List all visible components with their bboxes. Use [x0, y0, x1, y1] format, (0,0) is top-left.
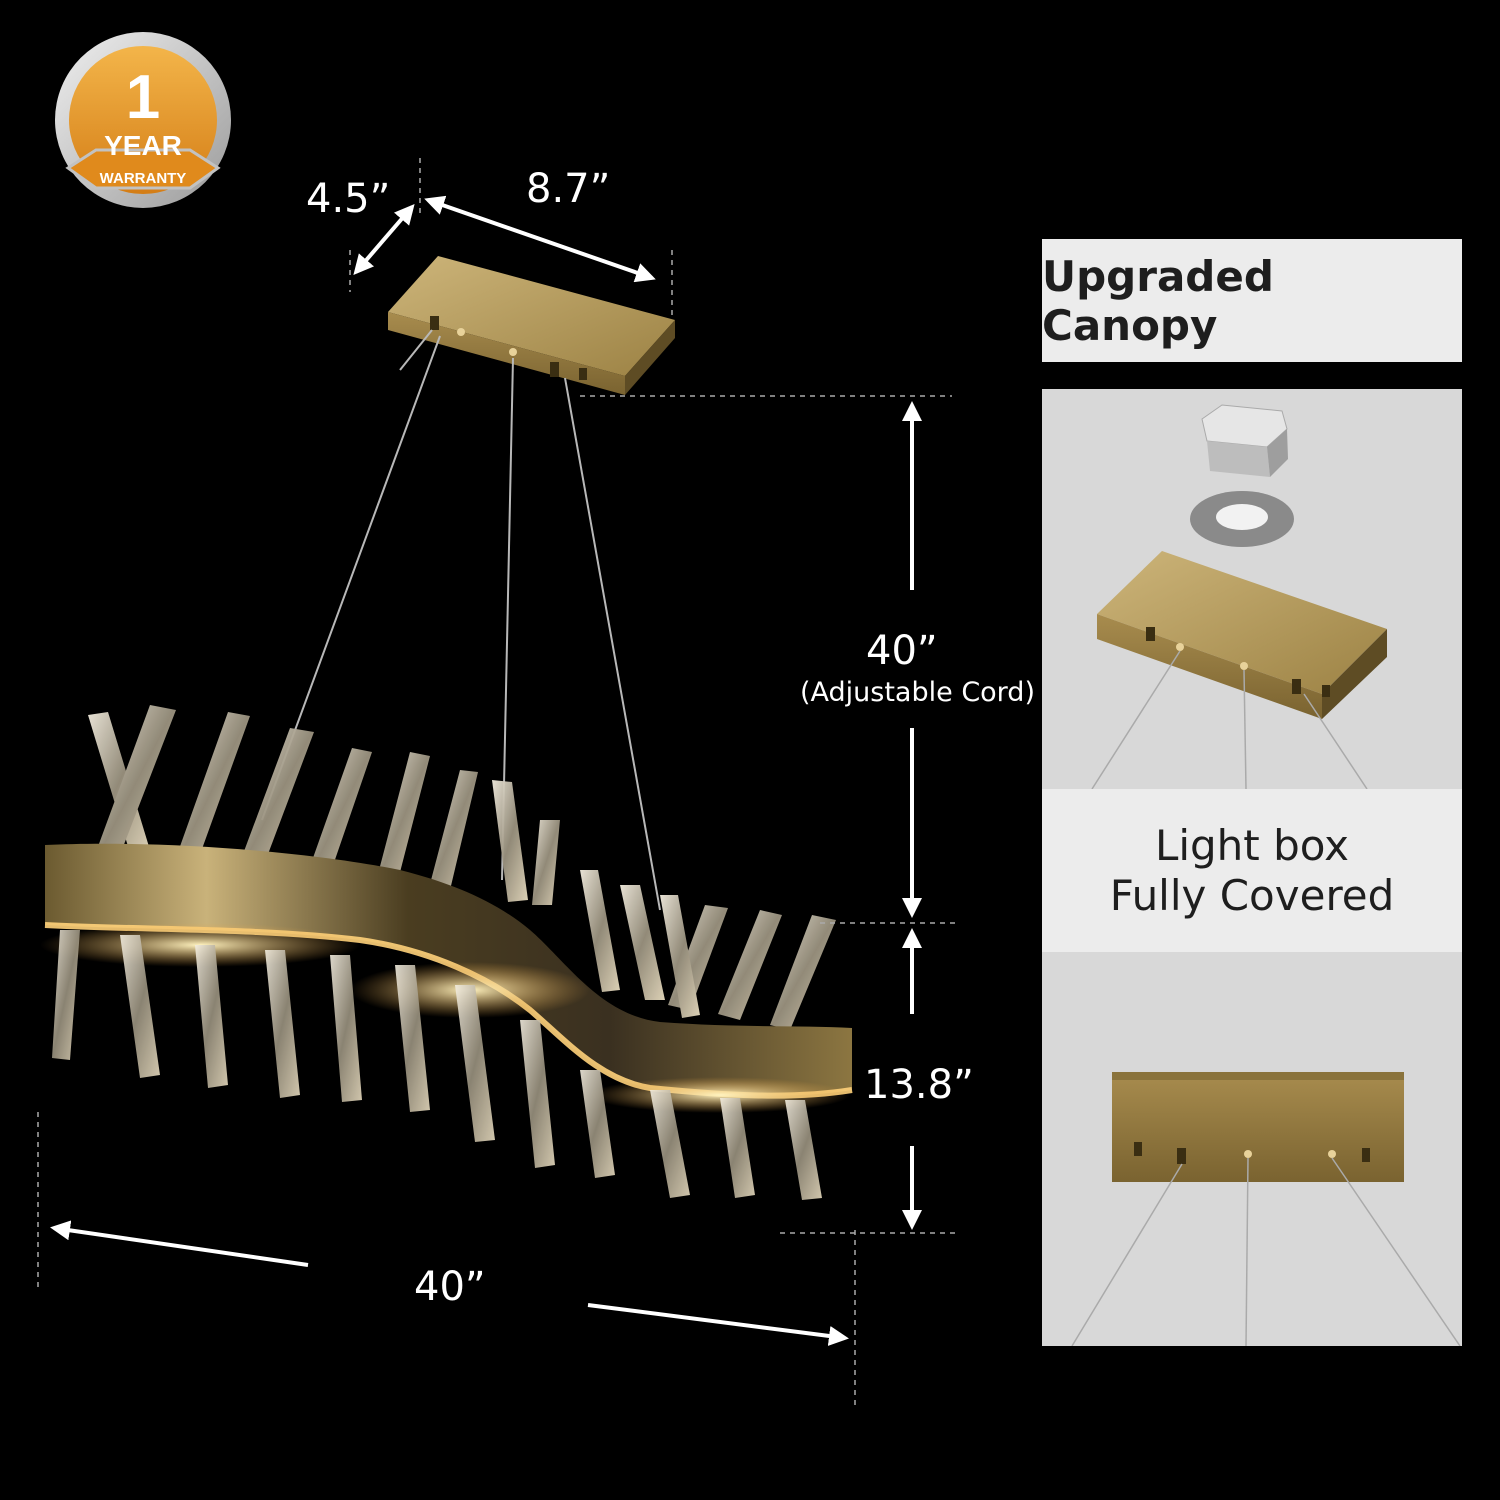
crystal-rods	[88, 705, 836, 1030]
warranty-badge: 1 YEAR WARRANTY	[55, 32, 231, 208]
light-box-label: Light box Fully Covered	[1042, 789, 1462, 952]
dimension-guides	[37, 158, 958, 1405]
badge-warranty: WARRANTY	[100, 170, 187, 187]
light-box-line2: Fully Covered	[1109, 870, 1395, 920]
fixture-length-label: 40”	[414, 1264, 486, 1310]
cord-length-label: 40”	[866, 628, 938, 674]
canopy-width-label: 8.7”	[526, 166, 611, 212]
badge-year: YEAR	[104, 130, 182, 161]
wave-ring	[40, 843, 853, 1113]
canopy-covered-view	[1071, 1072, 1461, 1346]
canopy-detail-panel: Light box Fully Covered	[1042, 389, 1462, 1346]
fixture-height-label: 13.8”	[864, 1062, 974, 1108]
canopy	[388, 256, 675, 395]
panel-title: Upgraded Canopy	[1042, 239, 1462, 362]
cord-note-label: (Adjustable Cord)	[800, 677, 1035, 708]
light-box-line1: Light box	[1154, 820, 1350, 870]
canopy-exploded-view	[1091, 404, 1387, 789]
dimension-arrows	[50, 195, 922, 1346]
canopy-depth-label: 4.5”	[306, 176, 391, 222]
badge-number: 1	[126, 63, 160, 132]
crystal-rods-lower	[52, 930, 822, 1200]
